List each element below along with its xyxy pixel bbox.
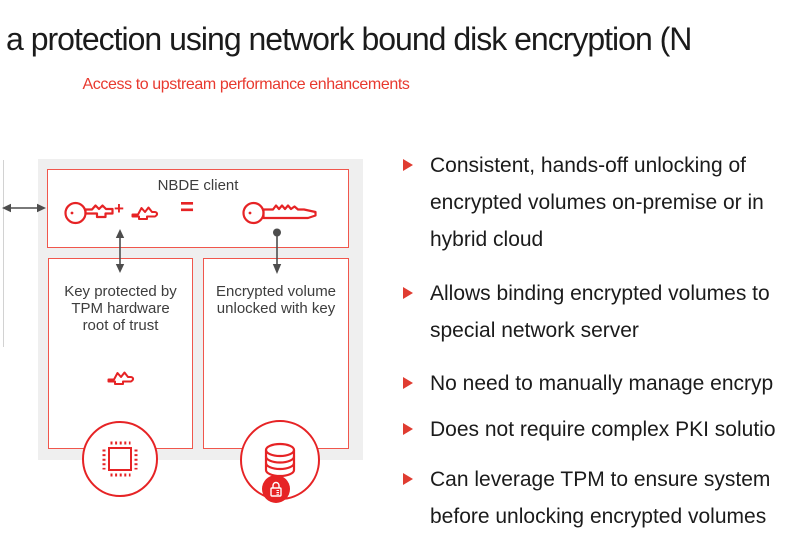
lock-icon xyxy=(262,475,290,503)
nbde-client-label: NBDE client xyxy=(157,177,239,194)
bullet-triangle-icon xyxy=(403,473,413,485)
slide-subtitle: Access to upstream performance enhanceme… xyxy=(82,76,410,93)
double-arrow-horizontal-icon xyxy=(2,201,46,219)
list-item: Allows binding encrypted volumes to spec… xyxy=(403,275,800,349)
slide-title: a protection using network bound disk en… xyxy=(6,21,692,57)
cpu-chip-icon xyxy=(82,421,158,497)
full-key-icon xyxy=(241,196,319,233)
list-item: Does not require complex PKI solutio xyxy=(403,411,800,448)
dot-arrow-down-icon xyxy=(271,228,283,279)
encrypted-volume-box-label: Encrypted volume unlocked with key xyxy=(215,283,337,317)
bullet-list: Consistent, hands-off unlocking of encry… xyxy=(403,147,800,533)
tpm-key-box-label: Key protected by TPM hardware root of tr… xyxy=(64,283,177,334)
encrypted-volume-box: Encrypted volume unlocked with key xyxy=(203,258,349,449)
list-item: Consistent, hands-off unlocking of encry… xyxy=(403,147,800,258)
list-item: Can leverage TPM to ensure system before… xyxy=(403,461,800,533)
bullet-triangle-icon xyxy=(403,287,413,299)
double-arrow-vertical-icon xyxy=(114,229,126,278)
equals-operator: = xyxy=(180,194,195,221)
bullet-triangle-icon xyxy=(403,377,413,389)
list-item: No need to manually manage encryp xyxy=(403,365,800,402)
bullet-triangle-icon xyxy=(403,423,413,435)
bullet-triangle-icon xyxy=(403,159,413,171)
plus-operator: + xyxy=(114,199,124,218)
key-fragment-icon xyxy=(131,203,159,226)
key-fragment-icon xyxy=(107,368,135,391)
cropped-box-edge xyxy=(3,160,4,347)
nbde-client-box: NBDE client + = xyxy=(47,169,349,248)
partial-key-icon xyxy=(63,196,119,233)
